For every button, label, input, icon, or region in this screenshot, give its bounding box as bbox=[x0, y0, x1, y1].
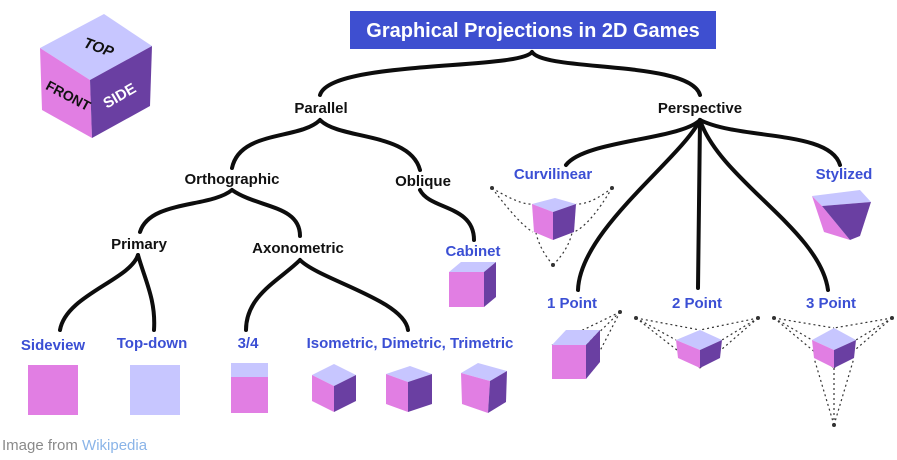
connector-ortho-primary bbox=[138, 188, 234, 234]
caption-prefix: Image from bbox=[2, 437, 83, 454]
connector-root-perspective bbox=[530, 50, 702, 97]
connector-ortho-axonometric bbox=[230, 188, 302, 238]
top-down-square bbox=[130, 365, 180, 415]
leaf-one-point: 1 Point bbox=[547, 295, 597, 312]
leaf-iso-di-tri: Isometric, Dimetric, Trimetric bbox=[307, 335, 514, 352]
leaf-curvilinear: Curvilinear bbox=[514, 166, 593, 183]
node-parallel: Parallel bbox=[294, 100, 347, 117]
connector-persp-2point bbox=[696, 118, 702, 290]
leaf-cabinet: Cabinet bbox=[445, 243, 500, 260]
connector-parallel-oblique bbox=[318, 118, 422, 172]
node-primary: Primary bbox=[111, 236, 168, 253]
three-point-cube bbox=[772, 316, 894, 427]
node-axonometric: Axonometric bbox=[252, 240, 344, 257]
leaf-two-point: 2 Point bbox=[672, 295, 722, 312]
face-cube-illustration: TOP FRONT SIDE bbox=[40, 14, 152, 138]
one-point-cube bbox=[551, 310, 622, 379]
leaf-top-down: Top-down bbox=[117, 335, 188, 352]
curvilinear-cube bbox=[490, 186, 614, 267]
connector-persp-3point bbox=[698, 118, 830, 292]
connector-primary-sideview bbox=[58, 253, 140, 332]
connector-persp-curvilinear bbox=[564, 118, 702, 167]
leaf-three-point: 3 Point bbox=[806, 295, 856, 312]
tree-connectors bbox=[58, 50, 842, 332]
cube-front-face bbox=[40, 48, 92, 138]
connector-persp-stylized bbox=[698, 118, 842, 167]
three-quarter-block bbox=[231, 363, 268, 413]
dimetric-cube bbox=[386, 366, 432, 412]
node-oblique: Oblique bbox=[395, 173, 451, 190]
connector-persp-1point bbox=[576, 118, 702, 292]
diagram-title: Graphical Projections in 2D Games bbox=[366, 20, 699, 42]
title-banner bbox=[350, 11, 716, 49]
wikipedia-link[interactable]: Wikipedia bbox=[82, 437, 148, 454]
cube-top-face bbox=[40, 14, 152, 80]
image-caption: Image from Wikipedia bbox=[2, 437, 147, 454]
connector-root-parallel bbox=[318, 50, 534, 97]
connector-axono-34 bbox=[244, 258, 302, 332]
connector-oblique-cabinet bbox=[418, 188, 476, 242]
node-orthographic: Orthographic bbox=[184, 171, 279, 188]
connector-primary-topdown bbox=[136, 253, 157, 332]
node-perspective: Perspective bbox=[658, 100, 742, 117]
cube-side-face bbox=[90, 46, 152, 138]
connector-axono-iso bbox=[298, 258, 410, 332]
trimetric-cube bbox=[461, 363, 507, 413]
cabinet-cube bbox=[449, 262, 496, 307]
stylized-cube bbox=[812, 190, 871, 240]
two-point-cube bbox=[634, 316, 760, 369]
isometric-cube bbox=[312, 364, 356, 412]
leaf-stylized: Stylized bbox=[816, 166, 873, 183]
leaf-three-quarter: 3/4 bbox=[238, 335, 260, 352]
leaf-sideview: Sideview bbox=[21, 337, 86, 354]
connector-parallel-orthographic bbox=[230, 118, 322, 170]
sideview-square bbox=[28, 365, 78, 415]
